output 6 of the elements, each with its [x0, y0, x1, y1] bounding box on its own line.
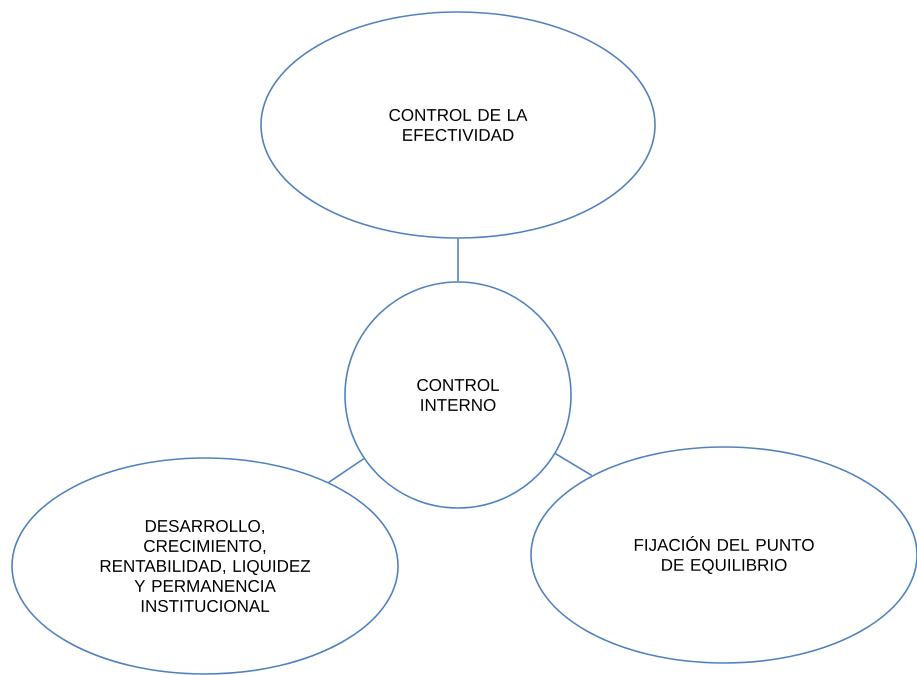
- ellipse-node: CONTROL DE LA EFECTIVIDAD: [260, 11, 656, 239]
- circle-node: CONTROL INTERNO: [344, 281, 572, 509]
- connector-line: [457, 238, 459, 282]
- connector-line: [555, 452, 592, 476]
- ellipse-node: DESARROLLO, CRECIMIENTO, RENTABILIDAD, LIQUIDEZ Y PERMANENCIA INSTITUCIONAL: [11, 457, 399, 675]
- connector-line: [328, 458, 364, 483]
